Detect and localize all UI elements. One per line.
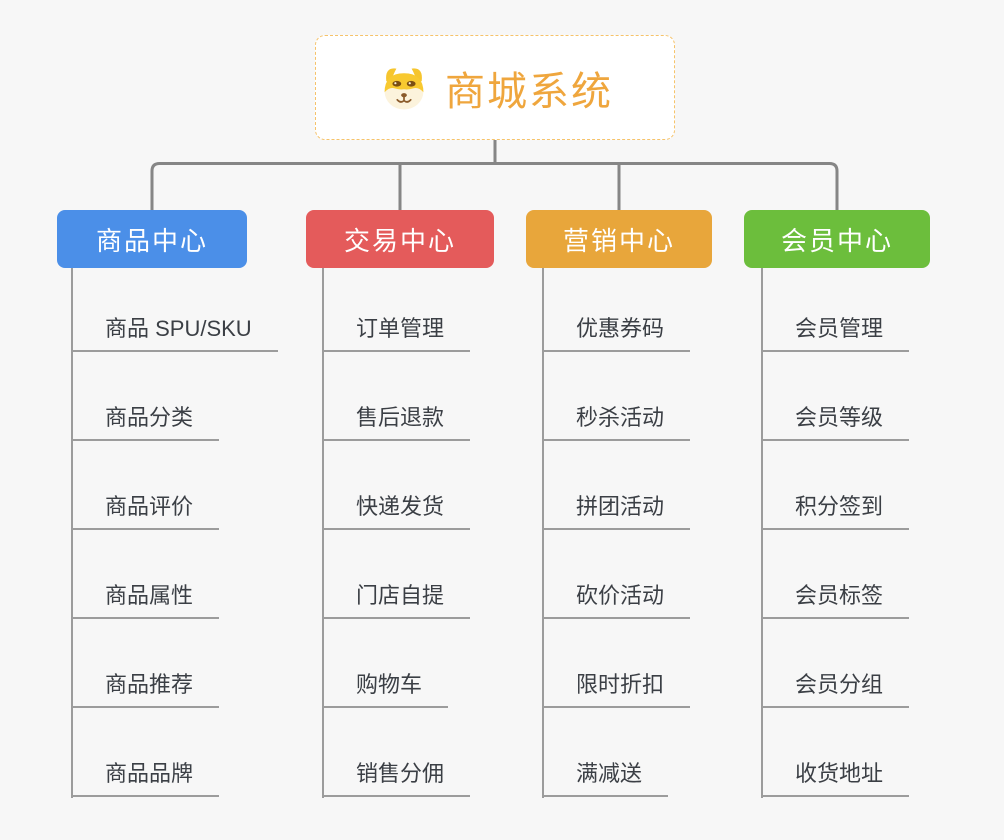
child-node[interactable]: 砍价活动 — [542, 530, 691, 619]
child-node[interactable]: 商品分类 — [71, 352, 220, 441]
child-list-members: 会员管理 会员等级 积分签到 会员标签 会员分组 收货地址 — [761, 263, 910, 797]
doge-icon — [384, 67, 424, 110]
branch-node-trade[interactable]: 交易中心 — [306, 210, 494, 268]
child-node[interactable]: 商品品牌 — [71, 708, 220, 797]
branch-label: 营销中心 — [562, 225, 675, 256]
child-node[interactable]: 收货地址 — [761, 708, 910, 797]
child-node[interactable]: 购物车 — [322, 619, 449, 708]
child-node[interactable]: 优惠券码 — [542, 263, 691, 352]
child-node[interactable]: 会员分组 — [761, 619, 910, 708]
child-node[interactable]: 会员等级 — [761, 352, 910, 441]
child-node[interactable]: 商品 SPU/SKU — [71, 263, 278, 352]
child-node[interactable]: 限时折扣 — [542, 619, 691, 708]
child-node[interactable]: 会员标签 — [761, 530, 910, 619]
child-node[interactable]: 快递发货 — [322, 441, 471, 530]
child-node[interactable]: 门店自提 — [322, 530, 471, 619]
child-node[interactable]: 满减送 — [542, 708, 669, 797]
branch-node-products[interactable]: 商品中心 — [57, 210, 247, 268]
child-node[interactable]: 销售分佣 — [322, 708, 471, 797]
branch-node-members[interactable]: 会员中心 — [744, 210, 930, 268]
branch-label: 商品中心 — [95, 225, 208, 256]
child-list-marketing: 优惠券码 秒杀活动 拼团活动 砍价活动 限时折扣 满减送 — [542, 263, 691, 797]
child-node[interactable]: 积分签到 — [761, 441, 910, 530]
child-node[interactable]: 商品评价 — [71, 441, 220, 530]
branch-node-marketing[interactable]: 营销中心 — [526, 210, 712, 268]
child-node[interactable]: 秒杀活动 — [542, 352, 691, 441]
root-node[interactable]: 商城系统 — [315, 35, 675, 140]
branch-label: 会员中心 — [780, 225, 893, 256]
child-list-products: 商品 SPU/SKU 商品分类 商品评价 商品属性 商品推荐 商品品牌 — [71, 263, 278, 797]
child-node[interactable]: 商品推荐 — [71, 619, 220, 708]
child-node[interactable]: 会员管理 — [761, 263, 910, 352]
branch-cross-line — [150, 162, 839, 210]
root-title: 商城系统 — [445, 69, 613, 114]
child-node[interactable]: 拼团活动 — [542, 441, 691, 530]
branch-label: 交易中心 — [343, 225, 456, 256]
child-node[interactable]: 订单管理 — [322, 263, 471, 352]
child-node[interactable]: 商品属性 — [71, 530, 220, 619]
child-list-trade: 订单管理 售后退款 快递发货 门店自提 购物车 销售分佣 — [322, 263, 471, 797]
child-node[interactable]: 售后退款 — [322, 352, 471, 441]
